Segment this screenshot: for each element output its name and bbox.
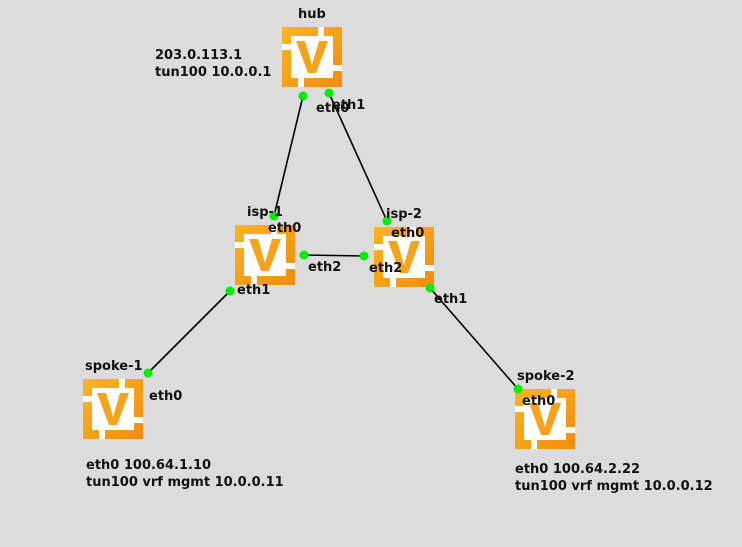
link-isp2-spoke2[interactable] <box>429 287 519 390</box>
hub-router-icon[interactable] <box>282 27 342 87</box>
port-label-isp2-eth2: eth2 <box>369 261 403 276</box>
port-spoke1-eth0[interactable] <box>143 368 153 378</box>
port-hub-eth0[interactable] <box>298 91 308 101</box>
port-label-isp2-eth1: eth1 <box>434 292 468 307</box>
node-label-isp2: isp-2 <box>386 207 422 222</box>
spoke1-router-icon[interactable] <box>83 379 143 439</box>
link-isp1-spoke1[interactable] <box>147 290 231 374</box>
link-isp1-isp2[interactable] <box>303 254 365 257</box>
port-hub-eth1[interactable] <box>324 88 334 98</box>
port-label-isp1-eth2: eth2 <box>308 260 342 275</box>
port-label-spoke2-eth0: eth0 <box>522 394 556 409</box>
port-isp1-eth2[interactable] <box>299 250 309 260</box>
hub-info-line: 203.0.113.1 <box>155 48 243 63</box>
port-isp1-eth1[interactable] <box>225 286 235 296</box>
port-label-isp2-eth0: eth0 <box>391 226 425 241</box>
port-isp2-eth0[interactable] <box>382 216 392 226</box>
port-label-hub-eth0: eth0 <box>316 101 350 116</box>
spoke1-info-line: tun100 vrf mgmt 10.0.0.11 <box>86 475 284 490</box>
port-spoke2-eth0[interactable] <box>513 384 523 394</box>
port-isp2-eth2[interactable] <box>359 251 369 261</box>
node-label-isp1: isp-1 <box>247 205 283 220</box>
spoke1-info-line: eth0 100.64.1.10 <box>86 458 212 473</box>
link-hub-isp2[interactable] <box>328 92 388 222</box>
port-isp1-eth0[interactable] <box>269 211 279 221</box>
spoke2-info-line: tun100 vrf mgmt 10.0.0.12 <box>515 479 713 494</box>
port-label-spoke1-eth0: eth0 <box>149 389 183 404</box>
hub-info-line: tun100 10.0.0.1 <box>155 65 272 80</box>
node-label-spoke1: spoke-1 <box>85 359 143 374</box>
port-label-isp1-eth1: eth1 <box>237 283 271 298</box>
port-label-isp1-eth0: eth0 <box>268 221 302 236</box>
link-hub-isp1[interactable] <box>273 95 304 217</box>
port-isp2-eth1[interactable] <box>425 283 435 293</box>
node-label-hub: hub <box>298 7 326 22</box>
spoke2-info-line: eth0 100.64.2.22 <box>515 462 641 477</box>
port-label-hub-eth1: eth1 <box>332 98 366 113</box>
node-label-spoke2: spoke-2 <box>517 369 575 384</box>
